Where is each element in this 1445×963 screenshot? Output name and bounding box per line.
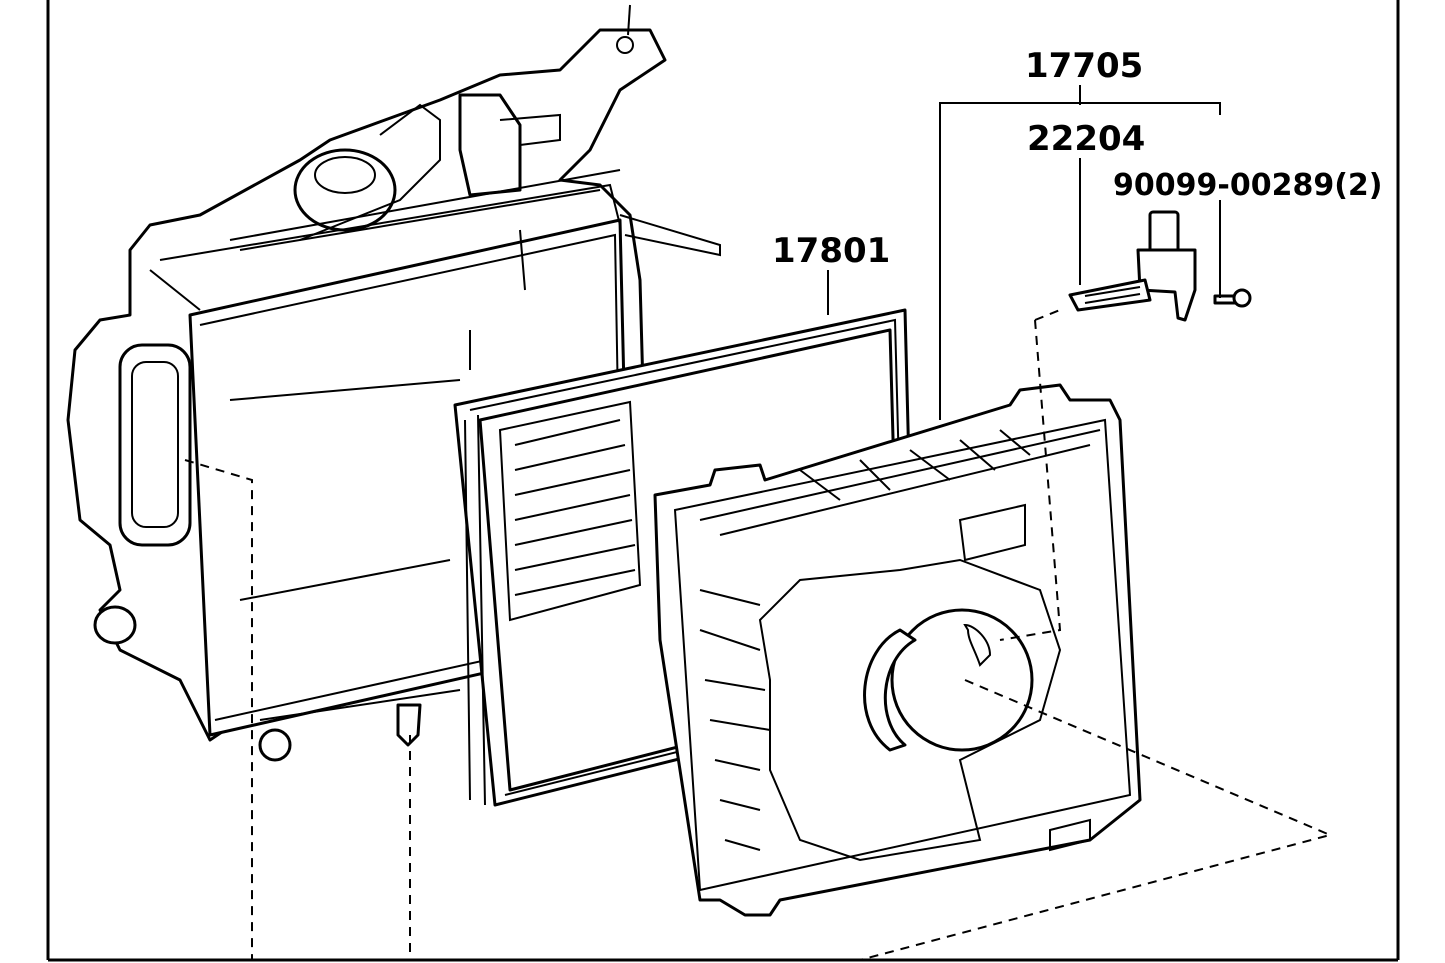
callout-22204: 22204 xyxy=(1027,119,1145,159)
bolt xyxy=(1213,288,1252,308)
mass-air-flow-sensor xyxy=(1068,210,1197,322)
air-cleaner-cap xyxy=(653,383,1142,917)
assembly-dashed-lines xyxy=(184,309,1334,961)
diagram-frame xyxy=(46,0,1400,962)
leader-lines xyxy=(827,85,1221,420)
callout-90099-00289: 90099-00289(2) xyxy=(1113,168,1383,203)
callout-17705: 17705 xyxy=(1025,46,1143,86)
callout-17801: 17801 xyxy=(772,231,890,271)
